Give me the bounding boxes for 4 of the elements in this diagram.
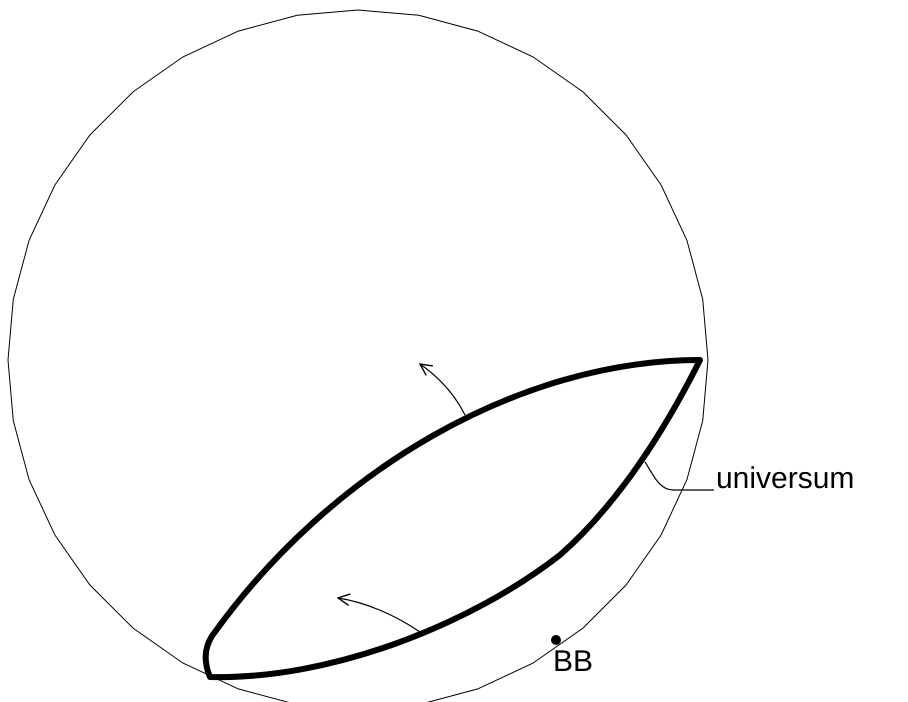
point-label: BB [553,645,594,679]
part-label: universum [716,462,854,496]
leader-line [644,462,714,491]
lens-shape [202,357,703,680]
